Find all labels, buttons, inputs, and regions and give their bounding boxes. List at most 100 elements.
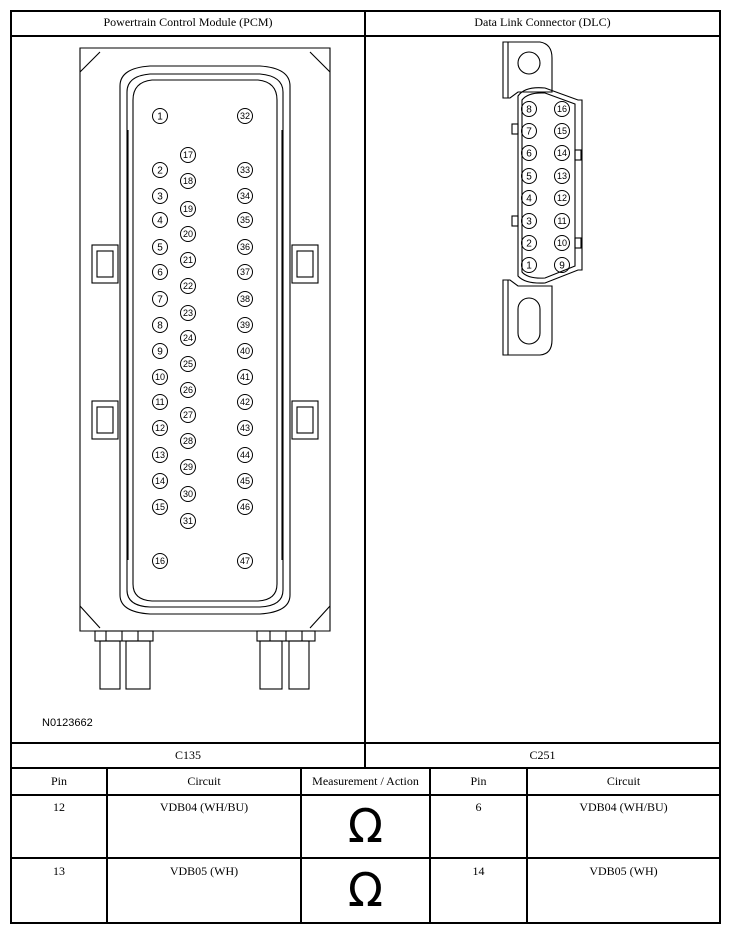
pcm-pin-label-7: 7 [157, 295, 163, 306]
dlc-pin-circle-3 [521, 213, 537, 229]
dlc-pin-circle-13 [554, 168, 570, 184]
pcm-pin-circle-14 [152, 473, 168, 489]
pcm-pin-label-8: 8 [157, 321, 163, 332]
dlc-pin-label-7: 7 [526, 127, 532, 138]
dlc-pin-circle-16 [554, 101, 570, 117]
pcm-pin-label-15: 15 [155, 502, 165, 512]
pcm-pin-circle-7 [152, 291, 168, 307]
dlc-pin-label-14: 14 [557, 148, 567, 158]
dlc-pin-label-1: 1 [526, 261, 532, 272]
pcm-pin-circle-35 [237, 212, 253, 228]
pcm-pin-circle-29 [180, 459, 196, 475]
dlc-pin-circle-7 [521, 123, 537, 139]
pcm-pin-label-17: 17 [183, 150, 193, 160]
table-row-2-pcm-pin: 13 [53, 864, 65, 878]
pcm-pin-label-23: 23 [183, 308, 193, 318]
pcm-pin-circle-27 [180, 407, 196, 423]
pcm-pin-label-6: 6 [157, 268, 163, 279]
dlc-pin-label-10: 10 [557, 238, 567, 248]
pcm-pin-circle-39 [237, 317, 253, 333]
pcm-pin-circle-20 [180, 226, 196, 242]
pcm-pin-circle-3 [152, 188, 168, 204]
pcm-pin-label-1: 1 [157, 112, 163, 123]
pcm-pin-circle-38 [237, 291, 253, 307]
header-measurement: Measurement / Action [312, 774, 419, 788]
pcm-pin-circle-34 [237, 188, 253, 204]
pcm-pin-label-19: 19 [183, 204, 193, 214]
pcm-pin-label-32: 32 [240, 111, 250, 121]
pcm-pin-label-21: 21 [183, 255, 193, 265]
pcm-pin-label-26: 26 [183, 385, 193, 395]
pcm-pin-circle-1 [152, 108, 168, 124]
header-pcm-circuit: Circuit [187, 774, 221, 788]
dlc-pin-circle-8 [521, 101, 537, 117]
pcm-pin-circle-41 [237, 369, 253, 385]
pcm-pin-label-42: 42 [240, 397, 250, 407]
dlc-pin-label-2: 2 [526, 239, 532, 250]
dlc-pin-circle-4 [521, 190, 537, 206]
dlc-connector-code: C251 [529, 748, 556, 762]
pcm-pin-circle-30 [180, 486, 196, 502]
pcm-pin-circle-15 [152, 499, 168, 515]
dlc-pin-circle-12 [554, 190, 570, 206]
pcm-pin-label-28: 28 [183, 436, 193, 446]
pcm-pin-circle-43 [237, 420, 253, 436]
pcm-pin-circle-5 [152, 239, 168, 255]
dlc-pin-label-11: 11 [557, 216, 566, 226]
pcm-pin-circle-8 [152, 317, 168, 333]
pcm-pin-label-40: 40 [240, 346, 250, 356]
pcm-pin-label-33: 33 [240, 165, 250, 175]
pcm-pin-circle-45 [237, 473, 253, 489]
dlc-pin-label-15: 15 [557, 126, 567, 136]
pcm-connector-code: C135 [174, 748, 201, 762]
pcm-pin-circle-6 [152, 264, 168, 280]
pcm-pin-circle-22 [180, 278, 196, 294]
pcm-pin-label-20: 20 [183, 229, 193, 239]
pcm-pin-circle-32 [237, 108, 253, 124]
pcm-pin-label-41: 41 [240, 372, 250, 382]
pcm-pin-circle-19 [180, 201, 196, 217]
dlc-pin-label-12: 12 [557, 193, 567, 203]
table-row-2-dlc-pin: 14 [472, 864, 485, 878]
dlc-pin-label-4: 4 [526, 194, 532, 205]
dlc-pin-label-8: 8 [526, 105, 532, 116]
pcm-pin-label-36: 36 [240, 242, 250, 252]
pcm-pin-circle-12 [152, 420, 168, 436]
dlc-pin-label-6: 6 [526, 149, 532, 160]
dlc-pin-circle-15 [554, 123, 570, 139]
dlc-pin-label-3: 3 [526, 217, 532, 228]
pcm-pin-label-3: 3 [157, 192, 163, 203]
dlc-pin-circle-2 [521, 235, 537, 251]
pcm-pin-circle-13 [152, 447, 168, 463]
pcm-pin-label-31: 31 [183, 516, 193, 526]
dlc-pin-circle-14 [554, 145, 570, 161]
pcm-pin-label-39: 39 [240, 320, 250, 330]
dlc-pin-label-16: 16 [557, 104, 567, 114]
table-row-1-pcm-pin: 12 [53, 800, 65, 814]
pcm-pin-circle-47 [237, 553, 253, 569]
pcm-pin-circle-23 [180, 305, 196, 321]
table-row-1-dlc-circuit: VDB04 (WH/BU) [579, 800, 668, 814]
pcm-pin-circle-31 [180, 513, 196, 529]
dlc-pin-circle-6 [521, 145, 537, 161]
pcm-pin-label-13: 13 [155, 450, 165, 460]
pcm-pin-label-4: 4 [157, 216, 163, 227]
pcm-pin-label-22: 22 [183, 281, 193, 291]
pcm-pin-circle-18 [180, 173, 196, 189]
pcm-pin-label-37: 37 [240, 267, 250, 277]
dlc-pin-label-13: 13 [557, 171, 567, 181]
pcm-pin-map: 1234567891011121314151617181920212223242… [152, 108, 253, 569]
pcm-pin-label-2: 2 [157, 166, 163, 177]
pcm-pin-label-35: 35 [240, 215, 250, 225]
dlc-title: Data Link Connector (DLC) [474, 15, 611, 29]
dlc-pin-circle-9 [554, 257, 570, 273]
pcm-pin-label-9: 9 [157, 347, 163, 358]
dlc-pin-circle-10 [554, 235, 570, 251]
pcm-pin-label-29: 29 [183, 462, 193, 472]
part-number: N0123662 [42, 717, 93, 729]
pcm-pin-circle-11 [152, 394, 168, 410]
pcm-pin-circle-40 [237, 343, 253, 359]
pcm-pin-label-18: 18 [183, 176, 193, 186]
